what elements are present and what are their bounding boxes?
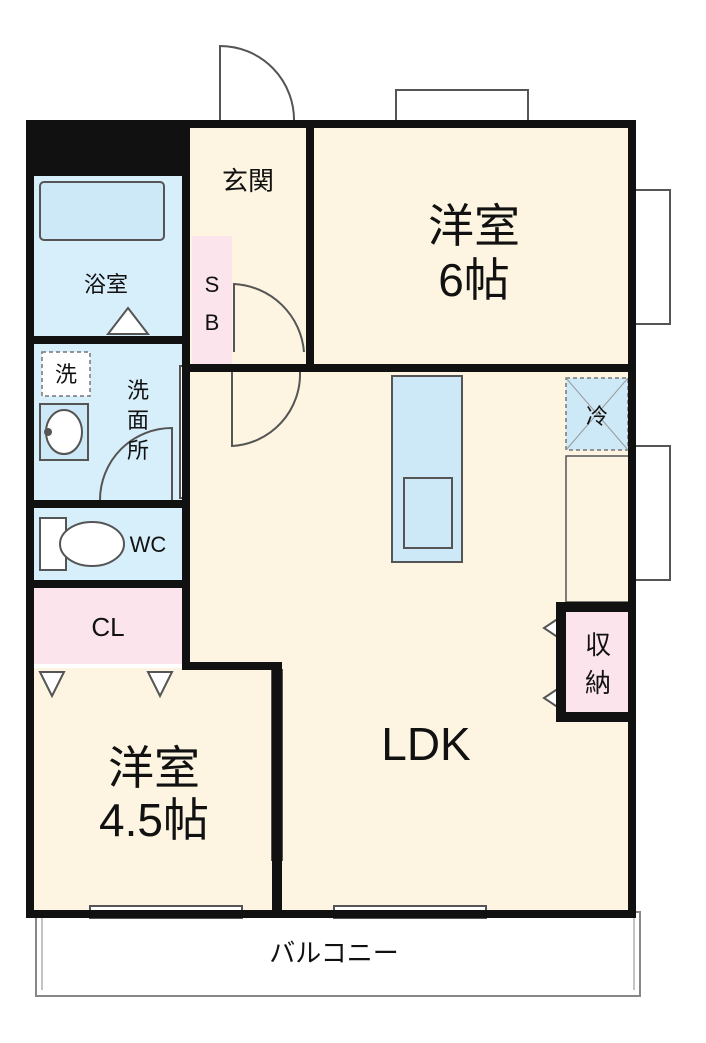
label-bath: 浴室	[84, 272, 128, 297]
label-yoshitsu-6-size: 6帖	[438, 254, 510, 306]
shoe-box-floor	[192, 236, 232, 364]
label-sento-2: 面	[127, 408, 149, 433]
cl-floor	[34, 588, 182, 664]
label-washer: 洗	[55, 362, 77, 387]
label-shuno-2: 納	[585, 668, 611, 698]
label-shuno-1: 収	[585, 630, 611, 660]
fixtures	[38, 181, 631, 712]
kitchen-sink	[403, 477, 453, 549]
label-genkan: 玄関	[222, 166, 274, 196]
sento-door-swing	[99, 426, 173, 501]
label-wc: WC	[130, 532, 167, 557]
bathtub	[39, 181, 165, 241]
label-ldk: LDK	[381, 718, 471, 770]
doors	[99, 44, 305, 501]
label-sento-3: 所	[127, 438, 149, 463]
window-right-upper	[633, 189, 671, 325]
label-yoshitsu-45-name: 洋室	[108, 742, 200, 794]
yoshitsu-6-door-swing	[233, 282, 305, 353]
bath-door-arrow	[105, 306, 151, 335]
label-sb-2: B	[205, 310, 220, 335]
labels: 玄関 S B 洋室 6帖 浴室 洗 洗 面 所 WC CL 洋室 4.5帖 LD…	[55, 166, 611, 968]
window-right-lower	[633, 445, 671, 581]
ldk-door-swing	[231, 371, 302, 448]
balcony-outline	[35, 911, 641, 997]
washer-box	[41, 351, 91, 397]
entrance-door-swing	[219, 44, 296, 123]
label-sb-1: S	[205, 272, 220, 297]
label-sento-1: 洗	[127, 378, 149, 403]
label-yoshitsu-45-size: 4.5帖	[99, 794, 209, 846]
walls	[26, 120, 636, 918]
label-fridge: 冷	[586, 404, 608, 429]
label-yoshitsu-6-name: 洋室	[428, 200, 520, 252]
label-balcony: バルコニー	[269, 938, 398, 968]
toilet-bowl	[59, 521, 125, 567]
shuno-floor	[566, 610, 630, 714]
window-top	[395, 89, 529, 123]
yoshitsu-45-floor	[34, 668, 278, 912]
yoshitsu-6-floor	[314, 128, 634, 366]
label-cl: CL	[91, 612, 124, 642]
wall-topleft-block	[26, 120, 188, 176]
balcony	[35, 911, 641, 997]
